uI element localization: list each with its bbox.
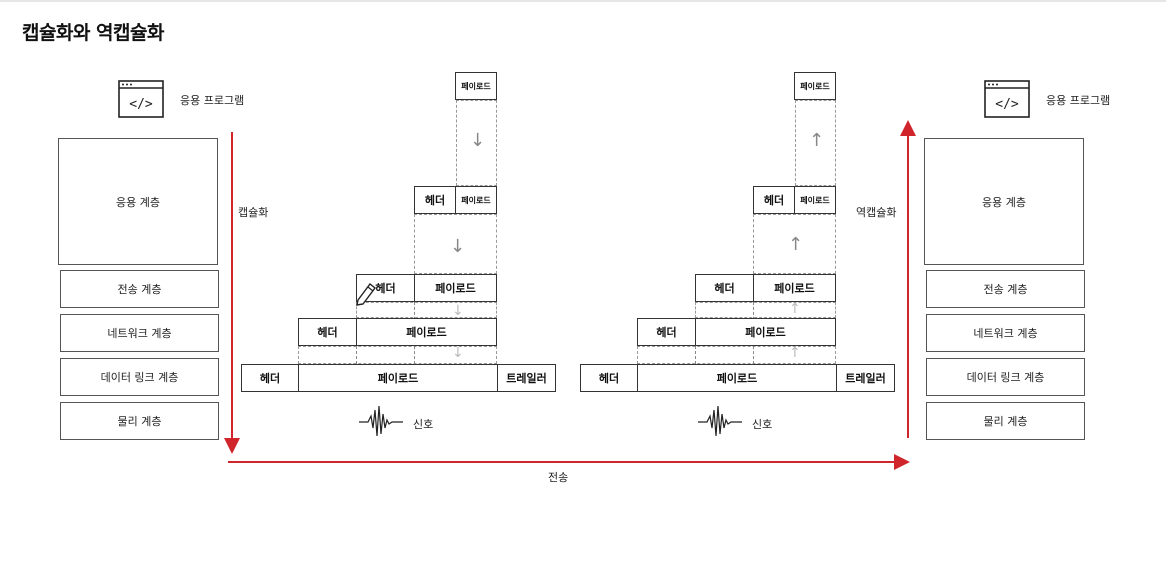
app-label-right: 응용 프로그램 xyxy=(1046,94,1111,107)
right-application-layer: 응용 계층 xyxy=(924,138,1084,265)
payload-cell: 페이로드 xyxy=(794,72,836,100)
payload-cell: 페이로드 xyxy=(753,274,836,302)
right-physical-layer: 물리 계층 xyxy=(926,402,1085,440)
signal-wave-icon xyxy=(358,404,404,444)
right-datalink-layer: 데이터 링크 계층 xyxy=(926,358,1085,396)
guide-column xyxy=(753,214,836,274)
header-cell: 헤더 xyxy=(414,186,456,214)
guide-column xyxy=(356,302,497,318)
code-window-icon: </> xyxy=(118,80,166,124)
payload-cell: 페이로드 xyxy=(455,186,497,214)
guide-column xyxy=(637,346,836,364)
arrow-up-icon: ↑ xyxy=(809,130,825,151)
signal-label-right: 신호 xyxy=(752,418,773,431)
header-cell: 헤더 xyxy=(241,364,299,392)
signal-label-left: 신호 xyxy=(413,418,434,431)
payload-cell: 페이로드 xyxy=(414,274,497,302)
code-window-icon: </> xyxy=(984,80,1032,124)
arrow-down-icon: ↓ xyxy=(450,236,466,257)
guide-column xyxy=(298,346,497,364)
transmit-label: 전송 xyxy=(548,471,569,484)
svg-text:</>: </> xyxy=(129,97,153,112)
header-cell: 헤더 xyxy=(580,364,638,392)
svg-text:</>: </> xyxy=(995,97,1019,112)
arrow-down-icon: ↓ xyxy=(452,303,464,319)
guide-column xyxy=(795,100,836,186)
signal-wave-icon xyxy=(697,404,743,444)
payload-cell: 페이로드 xyxy=(637,364,837,392)
arrow-up-icon: ↑ xyxy=(789,345,801,361)
right-transport-layer: 전송 계층 xyxy=(926,270,1085,308)
left-application-layer: 응용 계층 xyxy=(58,138,218,265)
guide-column xyxy=(456,100,497,186)
payload-cell: 페이로드 xyxy=(298,364,498,392)
header-cell: 헤더 xyxy=(637,318,696,346)
left-datalink-layer: 데이터 링크 계층 xyxy=(60,358,219,396)
header-cell: 헤더 xyxy=(695,274,754,302)
header-cell: 헤더 xyxy=(753,186,795,214)
arrow-up-icon: ↑ xyxy=(789,301,801,317)
payload-cell: 페이로드 xyxy=(794,186,836,214)
guide-column xyxy=(414,214,497,274)
arrow-up-icon: ↑ xyxy=(788,234,804,255)
right-network-layer: 네트워크 계층 xyxy=(926,314,1085,352)
guide-column xyxy=(695,302,836,318)
encapsulation-label: 캡슐화 xyxy=(238,206,269,219)
left-transport-layer: 전송 계층 xyxy=(60,270,219,308)
guide-line xyxy=(695,346,696,364)
top-border xyxy=(0,0,1166,2)
app-label-left: 응용 프로그램 xyxy=(180,94,245,107)
arrow-down-icon: ↓ xyxy=(452,345,464,361)
payload-cell: 페이로드 xyxy=(455,72,497,100)
payload-cell: 페이로드 xyxy=(695,318,836,346)
header-cell: 헤더 xyxy=(298,318,357,346)
trailer-cell: 트레일러 xyxy=(497,364,556,392)
pencil-icon xyxy=(354,280,378,310)
arrow-down-icon: ↓ xyxy=(470,130,486,151)
decapsulation-label: 역캡슐화 xyxy=(856,206,897,219)
left-network-layer: 네트워크 계층 xyxy=(60,314,219,352)
left-physical-layer: 물리 계층 xyxy=(60,402,219,440)
page-title: 캡슐화와 역캡슐화 xyxy=(22,22,164,44)
payload-cell: 페이로드 xyxy=(356,318,497,346)
guide-line xyxy=(356,346,357,364)
trailer-cell: 트레일러 xyxy=(836,364,895,392)
